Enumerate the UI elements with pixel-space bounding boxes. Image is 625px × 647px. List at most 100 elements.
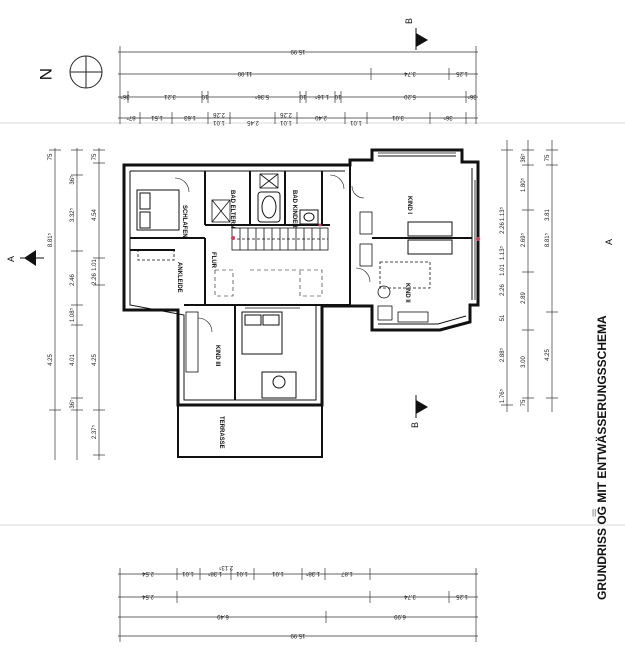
section-marker-a-right: A <box>604 239 614 245</box>
svg-text:4.25: 4.25 <box>545 349 551 361</box>
exterior-wall-inner <box>129 155 473 401</box>
room-label-kind2: KIND II <box>404 283 410 303</box>
svg-text:4.54: 4.54 <box>92 209 98 221</box>
svg-text:3.32⁵: 3.32⁵ <box>69 207 76 222</box>
wardrobes <box>137 211 373 373</box>
svg-text:36⁵: 36⁵ <box>520 153 527 163</box>
svg-text:A: A <box>604 239 614 245</box>
svg-text:2.54: 2.54 <box>142 570 154 576</box>
room-label-bad-kinder: BAD KINDER <box>291 190 297 228</box>
bottom-dim-labels: 2.54 1.01 1.38⁵ 1.01 2.13⁵ 1.01 1.38⁵ 1.… <box>142 564 468 638</box>
drain-lines <box>214 269 323 297</box>
svg-text:6.49: 6.49 <box>217 613 229 619</box>
svg-text:B: B <box>410 422 420 428</box>
svg-text:2.26: 2.26 <box>213 111 225 117</box>
bed-schlafen <box>136 189 180 231</box>
svg-text:2.69⁵: 2.69⁵ <box>520 232 527 247</box>
room-label-schlafen: SCHLAFEN <box>181 205 187 238</box>
svg-text:10: 10 <box>334 93 341 99</box>
room-label-kind1: KIND I <box>406 196 412 214</box>
svg-text:1.63: 1.63 <box>184 114 196 120</box>
svg-text:75: 75 <box>92 153 98 160</box>
svg-text:1.01: 1.01 <box>213 119 225 125</box>
svg-text:1.01: 1.01 <box>182 570 194 576</box>
svg-text:3.81: 3.81 <box>545 209 551 221</box>
svg-text:2.88⁵: 2.88⁵ <box>499 347 506 362</box>
room-labels: SCHLAFEN BAD ELTERN BAD KINDER KIND I KI… <box>176 190 412 449</box>
svg-text:2.26: 2.26 <box>92 273 98 285</box>
svg-text:1.87: 1.87 <box>341 570 353 576</box>
drawing-title: GRUNDRISS OG MIT ENTWÄSSERUNGSSCHEMA <box>594 315 609 600</box>
svg-text:1.38⁵: 1.38⁵ <box>207 570 222 577</box>
svg-text:11.00: 11.00 <box>237 70 252 76</box>
svg-text:2.26: 2.26 <box>280 111 292 117</box>
svg-text:4.25: 4.25 <box>48 354 54 366</box>
svg-text:B: B <box>404 18 414 24</box>
svg-text:3.21: 3.21 <box>164 93 176 99</box>
svg-text:1.01: 1.01 <box>272 570 284 576</box>
svg-text:36⁵: 36⁵ <box>69 399 76 409</box>
svg-text:1.01: 1.01 <box>280 119 292 125</box>
north-arrow: N <box>36 55 103 89</box>
bed-kind1 <box>407 221 453 255</box>
room-label-terrasse: TERRASSE <box>218 416 224 449</box>
svg-text:3.74: 3.74 <box>404 70 416 76</box>
windows <box>123 152 476 309</box>
scale-mark: || <box>592 508 596 517</box>
room-label-flur: FLUR <box>210 252 216 269</box>
svg-text:8.81⁵: 8.81⁵ <box>47 232 54 247</box>
room-label-ankleide: ANKLEIDE <box>176 262 182 293</box>
right-dim-labels: 1.13⁵ 2.26 1.13⁵ 1.01 2.26 51 2.88⁵ 1.76… <box>499 153 551 406</box>
svg-text:1.13⁵: 1.13⁵ <box>499 245 506 260</box>
svg-text:5.36⁵: 5.36⁵ <box>254 93 269 100</box>
svg-text:1.51: 1.51 <box>151 114 163 120</box>
svg-text:2.45: 2.45 <box>247 119 259 125</box>
svg-text:1.80⁵: 1.80⁵ <box>520 177 527 192</box>
svg-text:A: A <box>6 256 16 262</box>
floor-plan <box>122 148 480 458</box>
room-label-kind3: KIND III <box>214 345 220 367</box>
stair <box>231 227 329 251</box>
svg-text:5.20: 5.20 <box>404 93 416 99</box>
svg-text:1.08⁵: 1.08⁵ <box>69 307 76 322</box>
terrace-outline <box>177 404 323 458</box>
svg-text:3.74: 3.74 <box>404 593 416 599</box>
kind2-furniture <box>377 261 431 323</box>
svg-text:15.99: 15.99 <box>290 48 306 54</box>
bed-kind3 <box>241 311 283 355</box>
desk-kind3 <box>261 371 297 399</box>
svg-text:1.01: 1.01 <box>350 119 362 125</box>
svg-text:2.40: 2.40 <box>315 114 327 120</box>
svg-text:2.13⁵: 2.13⁵ <box>218 564 233 571</box>
dimension-chain-right <box>501 140 558 412</box>
section-marker-b-top: B <box>404 18 428 50</box>
svg-text:10: 10 <box>299 93 306 99</box>
svg-text:51: 51 <box>500 314 506 321</box>
svg-text:36⁵: 36⁵ <box>443 114 453 121</box>
section-marker-a-left: A <box>6 250 44 266</box>
svg-text:2.89: 2.89 <box>521 292 527 304</box>
svg-text:3.00: 3.00 <box>521 356 527 368</box>
svg-text:75: 75 <box>545 154 551 161</box>
svg-text:1.13⁵: 1.13⁵ <box>499 206 506 221</box>
dimension-chain-top <box>118 46 478 124</box>
scan-edges <box>0 122 625 526</box>
section-marker-b-bottom: B <box>410 395 428 428</box>
svg-text:8.81⁵: 8.81⁵ <box>544 232 551 247</box>
svg-text:75: 75 <box>521 399 527 406</box>
left-dim-labels: 8.81⁵ 36⁵ 3.32⁵ 2.46 1.08⁵ 4.01 36⁵ 75 4… <box>47 153 98 439</box>
svg-text:1.38⁵: 1.38⁵ <box>305 570 320 577</box>
dimension-chain-bottom <box>118 568 478 642</box>
svg-text:2.46: 2.46 <box>70 274 76 286</box>
svg-text:6.99: 6.99 <box>394 613 406 619</box>
dimension-chain-left <box>49 148 105 460</box>
svg-text:2.26: 2.26 <box>500 222 506 234</box>
svg-text:36⁵: 36⁵ <box>69 175 76 185</box>
shower-top <box>259 173 279 189</box>
svg-text:36⁵: 36⁵ <box>120 93 130 100</box>
svg-text:2.54: 2.54 <box>142 593 154 599</box>
door-swings <box>174 174 371 333</box>
bathtub-eltern <box>257 191 281 223</box>
svg-text:1.01: 1.01 <box>500 264 506 276</box>
bath-kinder-fixtures <box>299 209 319 225</box>
